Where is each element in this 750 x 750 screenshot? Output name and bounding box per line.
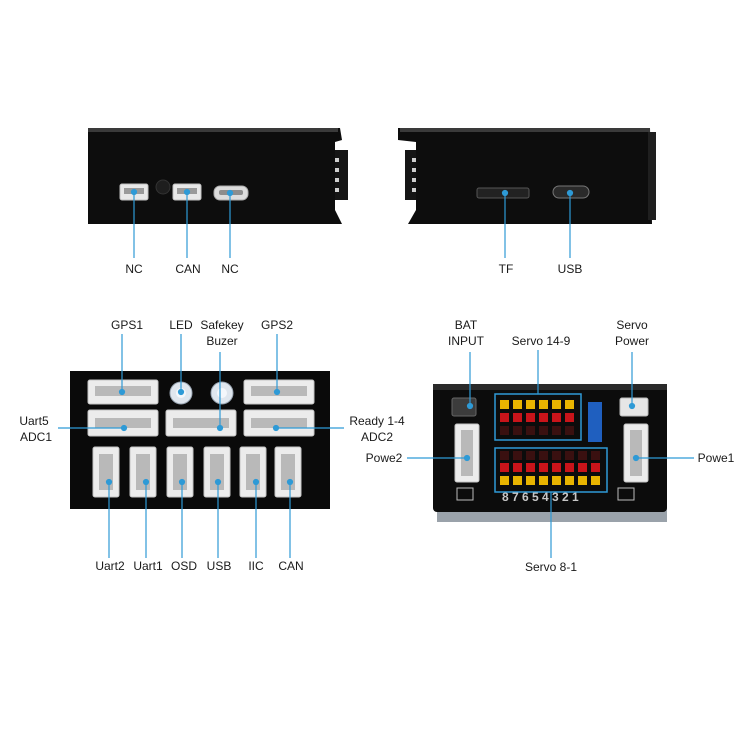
servo-channel-numbers: 8 7 6 5 4 3 2 1 — [502, 490, 579, 504]
servo-pin-ground — [565, 426, 574, 435]
servo-pin-ground — [552, 426, 561, 435]
servo-pin-ground — [500, 426, 509, 435]
servo-8-1-header — [494, 447, 608, 493]
label-led: LED — [169, 318, 193, 332]
servo-pin-power — [539, 413, 548, 422]
servo-pin-power — [539, 463, 548, 472]
label-nc-left: NC — [125, 262, 143, 276]
label-uart5: Uart5 — [19, 414, 49, 428]
servo-pin-power — [526, 463, 535, 472]
label-adc2: ADC2 — [360, 430, 394, 444]
servo-pin-signal — [578, 476, 587, 485]
servo-pin-power — [513, 463, 522, 472]
label-usb-front: USB — [206, 559, 232, 573]
label-iic: IIC — [248, 559, 264, 573]
servo-pin-signal — [565, 476, 574, 485]
servo-pin-ground — [513, 426, 522, 435]
label-buzer: Buzer — [206, 334, 238, 348]
label-servo: Servo — [616, 318, 648, 332]
servo-pin-ground — [578, 451, 587, 460]
servo-pin-signal — [526, 476, 535, 485]
servo-pin-ground — [526, 451, 535, 460]
servo-pin-power — [565, 463, 574, 472]
label-uart1: Uart1 — [133, 559, 163, 573]
servo-pin-power — [552, 413, 561, 422]
label-ready: Ready 1-4 — [349, 414, 405, 428]
servo-pin-ground — [552, 451, 561, 460]
label-bat: BAT — [454, 318, 478, 332]
servo-pin-signal — [539, 400, 548, 409]
servo-pin-power — [526, 413, 535, 422]
servo-pin-ground — [539, 426, 548, 435]
label-can-front: CAN — [278, 559, 304, 573]
servo-pin-signal — [513, 400, 522, 409]
servo-pin-signal — [539, 476, 548, 485]
label-tf: TF — [498, 262, 514, 276]
label-safekey: Safekey — [200, 318, 244, 332]
servo-pin-power — [578, 463, 587, 472]
servo-pin-signal — [565, 400, 574, 409]
label-powe1: Powe1 — [697, 451, 735, 465]
servo-pin-power — [500, 413, 509, 422]
connector-face-left — [58, 334, 344, 558]
servo-pin-signal — [500, 400, 509, 409]
servo-pin-signal — [513, 476, 522, 485]
servo-pin-ground — [565, 451, 574, 460]
label-adc1: ADC1 — [19, 430, 53, 444]
servo-pin-power — [591, 463, 600, 472]
side-view-left — [88, 128, 348, 258]
servo-pin-ground — [526, 426, 535, 435]
servo-pin-ground — [513, 451, 522, 460]
servo-pin-ground — [539, 451, 548, 460]
label-powe2: Powe2 — [365, 451, 403, 465]
label-input: INPUT — [448, 334, 484, 348]
servo-pin-signal — [500, 476, 509, 485]
label-can-side: CAN — [175, 262, 201, 276]
label-gps1: GPS1 — [110, 318, 144, 332]
servo-pin-power — [552, 463, 561, 472]
servo-pin-signal — [552, 400, 561, 409]
servo-pin-signal — [526, 400, 535, 409]
servo-pin-power — [513, 413, 522, 422]
connector-face-right — [407, 350, 694, 558]
servo-pin-power — [565, 413, 574, 422]
servo-pin-signal — [591, 476, 600, 485]
servo-pin-ground — [500, 451, 509, 460]
label-servo-8-1: Servo 8-1 — [524, 560, 578, 574]
label-servo-14-9: Servo 14-9 — [511, 334, 571, 348]
label-nc-right: NC — [221, 262, 239, 276]
label-gps2: GPS2 — [260, 318, 294, 332]
label-uart2: Uart2 — [95, 559, 125, 573]
label-power: Power — [614, 334, 650, 348]
servo-pin-power — [500, 463, 509, 472]
label-usb-side: USB — [557, 262, 583, 276]
label-osd: OSD — [170, 559, 198, 573]
servo-pin-signal — [552, 476, 561, 485]
side-view-right — [398, 128, 656, 258]
servo-14-9-header — [494, 393, 582, 441]
servo-pin-ground — [591, 451, 600, 460]
